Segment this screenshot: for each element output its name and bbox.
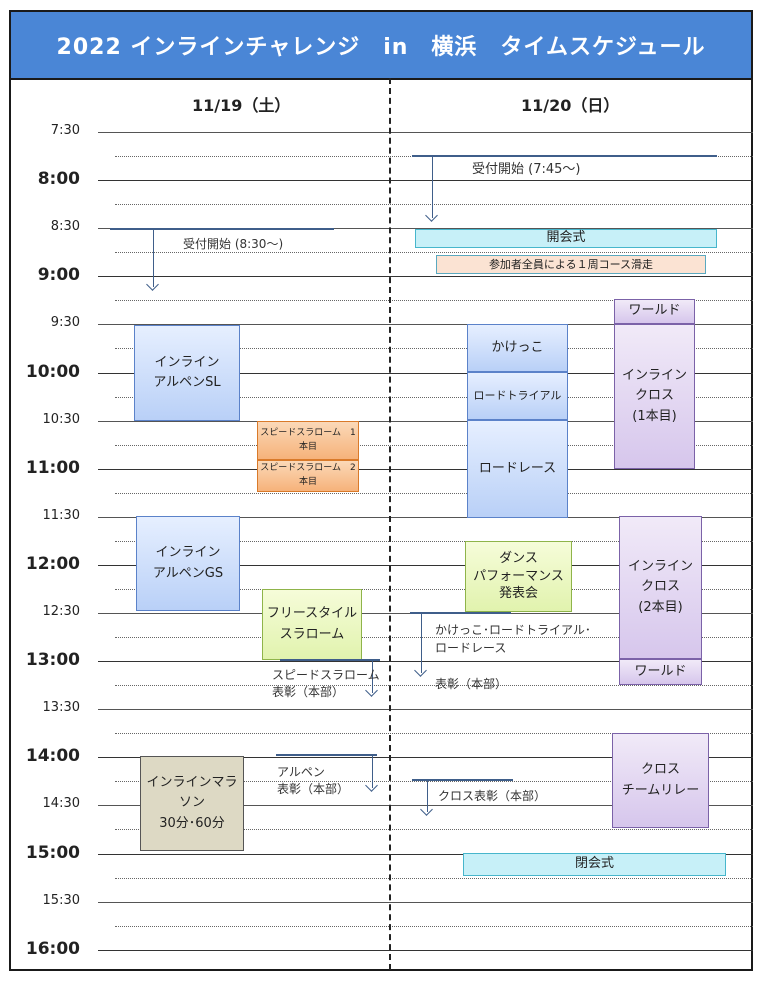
event-road-trial: ロードトライアル xyxy=(467,372,568,420)
cross-award-arrow-icon xyxy=(427,780,428,812)
grid-dotted-line xyxy=(115,204,753,205)
time-label: 10:30 xyxy=(42,412,80,427)
grid-dotted-line xyxy=(115,733,753,734)
event-speed-slalom-1: スピードスラローム 1本目 xyxy=(257,421,359,460)
grid-line xyxy=(98,469,753,470)
kids-award-note: かけっこ･ロードトライアル･ ロードレース 表彰（本部） xyxy=(435,623,591,691)
grid-line xyxy=(98,517,753,518)
time-label: 11:00 xyxy=(25,458,80,478)
grid-dotted-line xyxy=(115,781,753,782)
speed-award-arrow-icon xyxy=(372,660,373,693)
sat-reception-arrow-icon xyxy=(153,229,154,287)
event-dance-performance: ダンス パフォーマンス 発表会 xyxy=(465,541,572,612)
day-title-sun: 11/20（日） xyxy=(521,96,620,115)
time-label: 15:00 xyxy=(25,843,80,863)
grid-line xyxy=(98,180,753,181)
grid-line xyxy=(98,324,753,325)
grid-dotted-line xyxy=(115,300,753,301)
event-speed-slalom-2: スピードスラローム 2本目 xyxy=(257,460,359,492)
event-alpine-gs: インライン アルペンGS xyxy=(136,516,240,611)
header-bar: 2022 インラインチャレンジ in 横浜 タイムスケジュール xyxy=(11,12,751,80)
grid-dotted-line xyxy=(115,685,753,686)
grid-line xyxy=(98,757,753,758)
event-closing-ceremony: 閉会式 xyxy=(463,853,726,876)
page-title: 2022 インラインチャレンジ in 横浜 タイムスケジュール xyxy=(56,35,706,60)
time-label: 14:30 xyxy=(42,796,80,811)
time-label: 13:00 xyxy=(25,650,80,670)
grid-line xyxy=(98,661,753,662)
event-inline-cross-1: インライン クロス (1本目) xyxy=(614,324,695,469)
event-alpine-sl: インライン アルペンSL xyxy=(134,325,240,421)
alpine-award-arrow-icon xyxy=(372,755,373,788)
grid-dotted-line xyxy=(115,589,753,590)
event-group-skate: 参加者全員による１周コース滑走 xyxy=(436,255,706,274)
day-title-sat: 11/19（土） xyxy=(192,96,291,115)
grid-dotted-line xyxy=(115,397,753,398)
event-opening-ceremony: 開会式 xyxy=(415,229,717,248)
time-label: 9:30 xyxy=(50,315,80,330)
grid-dotted-line xyxy=(115,252,753,253)
kids-award-arrow-icon xyxy=(421,613,422,673)
time-label: 12:00 xyxy=(25,554,80,574)
time-label: 9:00 xyxy=(37,265,80,285)
grid-line xyxy=(98,228,753,229)
time-label: 7:30 xyxy=(50,123,80,138)
time-label: 8:30 xyxy=(50,219,80,234)
time-label: 14:00 xyxy=(25,746,80,766)
alpine-award-line xyxy=(276,754,377,756)
grid-dotted-line xyxy=(115,541,753,542)
sun-reception-line xyxy=(412,155,717,157)
alpine-award-note: アルペン 表彰（本部） xyxy=(277,765,350,797)
grid-dotted-line xyxy=(115,926,753,927)
event-freestyle-slalom: フリースタイル スラローム xyxy=(262,589,362,660)
time-label: 13:30 xyxy=(42,700,80,715)
speed-award-note: スピードスラローム 表彰（本部） xyxy=(272,668,380,700)
cross-award-line xyxy=(412,779,513,781)
time-label: 15:30 xyxy=(42,893,80,908)
sat-reception-line xyxy=(110,228,334,230)
time-label: 16:00 xyxy=(25,939,80,959)
grid-line xyxy=(98,709,753,710)
event-inline-cross-2: インライン クロス (2本目) xyxy=(619,516,702,659)
kids-award-line xyxy=(410,612,511,614)
grid-line xyxy=(98,373,753,374)
grid-dotted-line xyxy=(115,493,753,494)
time-label: 11:30 xyxy=(42,508,80,523)
grid-line xyxy=(98,132,753,133)
schedule-frame: 2022 インラインチャレンジ in 横浜 タイムスケジュール xyxy=(9,10,753,971)
speed-award-line xyxy=(280,659,380,661)
event-road-race: ロードレース xyxy=(467,420,568,518)
event-world-1: ワールド xyxy=(614,299,695,324)
grid-dotted-line xyxy=(115,878,753,879)
grid-dotted-line xyxy=(115,637,753,638)
time-label: 8:00 xyxy=(37,169,80,189)
event-world-2: ワールド xyxy=(619,659,702,685)
event-cross-team-relay: クロス チームリレー xyxy=(612,733,709,828)
time-label: 12:30 xyxy=(42,604,80,619)
grid-line xyxy=(98,421,753,422)
cross-award-note: クロス表彰（本部） xyxy=(438,789,547,803)
grid-dotted-line xyxy=(115,348,753,349)
sat-reception-note: 受付開始 (8:30～) xyxy=(183,237,284,251)
grid-line xyxy=(98,950,753,951)
event-kakekko: かけっこ xyxy=(467,324,568,372)
time-label: 10:00 xyxy=(25,362,80,382)
event-inline-marathon: インラインマラソン 30分･60分 xyxy=(140,756,244,851)
grid-line xyxy=(98,276,753,277)
grid-line xyxy=(98,902,753,903)
grid-dotted-line xyxy=(115,445,753,446)
grid-dotted-line xyxy=(115,829,753,830)
sun-reception-note: 受付開始 (7:45～) xyxy=(472,162,581,177)
grid-line xyxy=(98,854,753,855)
sun-reception-arrow-icon xyxy=(432,156,433,218)
grid-line xyxy=(98,565,753,566)
day-divider xyxy=(389,78,391,970)
